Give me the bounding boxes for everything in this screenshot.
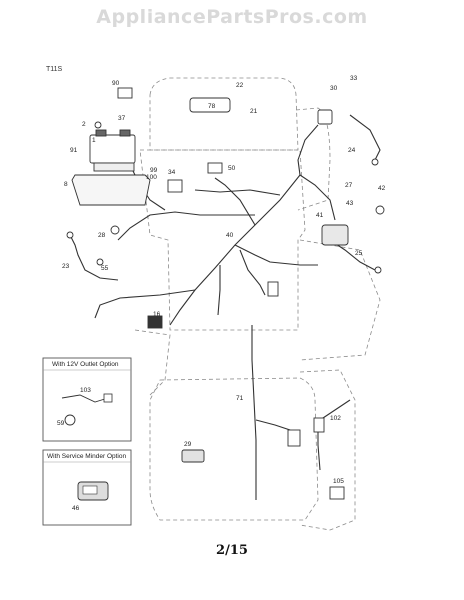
callout-29: 29 (184, 441, 192, 448)
callout-50: 50 (228, 165, 236, 172)
callout-22: 22 (236, 82, 244, 89)
outlet-wire-103 (61, 394, 109, 403)
components (66, 87, 385, 500)
light-bracket-78 (189, 97, 231, 113)
callout-27: 27 (345, 182, 353, 189)
sheet-code: T11S (46, 66, 63, 73)
harness-trunk (169, 174, 301, 326)
seat-deck-outline (149, 377, 319, 521)
battery-tray (71, 174, 151, 206)
callout-37: 37 (118, 115, 126, 122)
callout-28: 28 (98, 232, 106, 239)
watermark-text: AppliancePartsPros.com (96, 6, 368, 28)
option-title-service-minder: With Service Minder Option (47, 453, 127, 460)
option-callout-46: 46 (72, 505, 80, 512)
callout-55: 55 (101, 265, 109, 272)
callout-99: 99 (150, 167, 158, 174)
option-title-12v: With 12V Outlet Option (52, 361, 119, 368)
harness-branch-center (217, 265, 221, 316)
option-box-service-minder (42, 449, 132, 526)
harness-branch-upper (214, 177, 256, 226)
battery (89, 129, 136, 164)
harness-branch-34 (194, 189, 281, 196)
switch-30 (317, 109, 333, 125)
callout-71: 71 (236, 395, 244, 402)
page-number: 2/15 (216, 543, 248, 558)
frame-outline (139, 149, 306, 331)
option-callout-labels: 103 59 46 (57, 387, 91, 512)
ring-terminal-23 (66, 231, 74, 239)
callout-105: 105 (333, 478, 344, 485)
right-fender-outline (295, 107, 331, 211)
clip-55 (96, 258, 104, 266)
callout-34: 34 (168, 169, 176, 176)
terminal-42 (375, 205, 385, 215)
fuse-line (319, 399, 351, 421)
callout-30: 30 (330, 85, 338, 92)
callout-43: 43 (346, 200, 354, 207)
option-callout-59: 59 (57, 420, 65, 427)
callout-90: 90 (112, 80, 120, 87)
fuse-holder-102 (313, 417, 325, 433)
rear-outline (299, 369, 356, 531)
callout-1: 1 (92, 137, 96, 144)
callout-40: 40 (226, 232, 234, 239)
option-callout-103: 103 (80, 387, 91, 394)
lower-frame-outline (299, 239, 381, 361)
callout-42: 42 (378, 185, 386, 192)
harness-branch-down (239, 249, 266, 296)
tractor-outline (134, 77, 381, 531)
cable-24 (349, 114, 381, 161)
rear-harness (251, 325, 257, 500)
main-harness (69, 114, 381, 500)
connector-50 (207, 162, 223, 174)
callout-100: 100 (146, 174, 157, 181)
option-box-12v (42, 357, 132, 442)
harness-branch-mid (234, 244, 318, 266)
ring-terminal-24 (371, 158, 379, 166)
callout-2: 2 (82, 121, 86, 128)
harness-branch-lower-left (94, 289, 196, 319)
battery-hold-down (93, 162, 135, 172)
callout-33: 33 (350, 75, 358, 82)
bracket-90 (117, 87, 133, 99)
connector-71 (287, 429, 301, 447)
connector-105 (329, 486, 345, 500)
callout-78: 78 (208, 103, 216, 110)
callout-21: 21 (250, 108, 258, 115)
seat-switch (267, 281, 279, 297)
callout-41: 41 (316, 212, 324, 219)
relay-34 (167, 179, 183, 193)
ring-terminal-25 (374, 266, 382, 274)
hood-outline (149, 77, 299, 151)
bolt-2 (94, 121, 102, 129)
ground-cable (69, 234, 119, 281)
callout-8: 8 (64, 181, 68, 188)
outlet-59 (64, 414, 76, 426)
callout-24: 24 (348, 147, 356, 154)
ground-28 (110, 225, 120, 235)
solenoid-41 (321, 224, 349, 246)
harness-branch-top (297, 124, 319, 176)
callout-25: 25 (355, 250, 363, 257)
callout-16: 16 (153, 311, 161, 318)
harness-branch-right (299, 174, 336, 221)
harness-branch-left (117, 211, 255, 241)
module-29 (181, 449, 205, 463)
callout-91: 91 (70, 147, 78, 154)
left-side-outline (134, 329, 171, 396)
callout-23: 23 (62, 263, 70, 270)
switch-16 (147, 315, 163, 329)
callout-102: 102 (330, 415, 341, 422)
